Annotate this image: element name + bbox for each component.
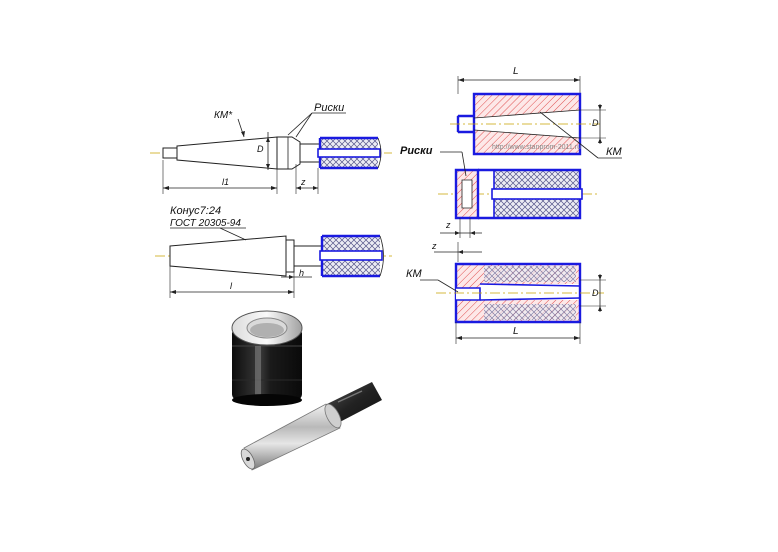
taper-plug-photo — [240, 382, 382, 471]
cone-title-label: Конус7:24 — [170, 205, 221, 217]
ring-outline — [456, 92, 582, 156]
km-right-top-label: КМ — [606, 146, 622, 158]
cone-plug-drawing: Конус7:24 ГОСТ 20305-94 l h — [155, 205, 392, 298]
z-mid-label: z — [445, 220, 451, 230]
riski-mid-label: Риски — [400, 145, 433, 157]
knurled-ring-drawing: Риски z — [400, 145, 600, 238]
d-top-label: D — [257, 144, 264, 154]
gost-label: ГОСТ 20305-94 — [170, 218, 241, 229]
l-bottom-label: l — [230, 281, 233, 291]
d-right-top-label: D — [592, 118, 599, 128]
l-right-top-label: L — [513, 66, 519, 77]
plug-neck — [299, 143, 321, 163]
ring-gauge-section: L D КМ http://www.stanprom-2011.ru — [450, 66, 622, 159]
cone-neck — [293, 245, 323, 267]
ring-gauge-section-2: z КМ D L — [406, 241, 606, 344]
km-star-label: КМ* — [214, 110, 233, 121]
cone-body — [169, 235, 287, 277]
z-lower-label: z — [431, 241, 437, 251]
plug-shoulder — [276, 136, 301, 170]
plug-tip — [162, 147, 178, 159]
h-label: h — [299, 268, 304, 278]
km-lower-label: КМ — [406, 268, 422, 280]
z-top-label: z — [300, 177, 306, 187]
watermark-text: http://www.stanprom-2011.ru — [492, 144, 581, 151]
ring-gauge-photo — [231, 310, 303, 406]
l1-label: l1 — [222, 177, 229, 187]
plug-shank-photo — [325, 382, 382, 424]
riski-top-label: Риски — [314, 102, 344, 114]
d-lower-label: D — [592, 288, 599, 298]
plug-gauge-drawing: КМ* Риски D l1 z — [150, 102, 392, 194]
l-lower-label: L — [513, 326, 519, 337]
